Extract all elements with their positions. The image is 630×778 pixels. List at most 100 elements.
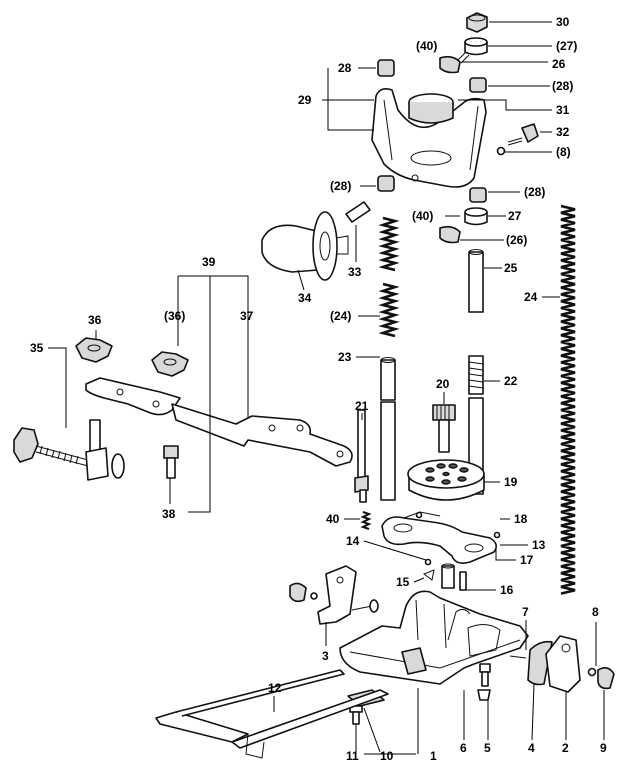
part-9-wingnut-right (597, 666, 615, 690)
label-5: 5 (484, 741, 491, 755)
part-23-column-left (380, 357, 396, 501)
label-38: 38 (162, 507, 176, 521)
part-wingnut-left (289, 582, 318, 603)
leader-lines (48, 21, 605, 755)
label-25: 25 (504, 261, 518, 275)
part-18-screws (415, 511, 501, 539)
label-40-lower: 40 (326, 512, 340, 526)
label-28-top: 28 (338, 61, 352, 75)
part-24-spring-upper (378, 216, 400, 272)
part-38-bolt (163, 445, 179, 479)
label-13: 13 (532, 538, 546, 552)
label-32: 32 (556, 125, 570, 139)
label-27-upper: (27) (556, 39, 577, 53)
label-7: 7 (522, 605, 529, 619)
part-7-shaft (509, 655, 527, 659)
label-35: 35 (30, 341, 44, 355)
part-35-clamp-screw (13, 419, 125, 481)
label-8-lower: 8 (592, 605, 599, 619)
label-10: 10 (380, 749, 394, 763)
long-spring-coil (560, 204, 576, 595)
part-24-spring-lower (378, 282, 400, 338)
label-14: 14 (346, 534, 360, 548)
label-15: 15 (396, 575, 410, 589)
part-27-upper-collar (464, 37, 488, 56)
part-19-turret-disc (407, 459, 485, 501)
part-30-nut (466, 12, 488, 33)
part-6-nut (477, 689, 491, 701)
part-1-base (339, 590, 529, 685)
part-20-depth-knob (432, 404, 456, 453)
label-26-mid: (26) (506, 233, 527, 247)
part-28-bushing-mid-right (469, 187, 487, 203)
part-28-bushing-top-left (377, 59, 395, 77)
label-40-upper: (40) (416, 39, 437, 53)
label-19: 19 (504, 475, 518, 489)
part-13-carriage-bracket (381, 511, 498, 564)
part-40-small-spring (360, 511, 372, 530)
label-24-short: (24) (330, 309, 351, 323)
label-6: 6 (460, 741, 467, 755)
label-36-paren: (36) (164, 309, 185, 323)
part-labels: 30 (40) (27) 26 28 (28) 29 31 32 (8) (28… (30, 15, 607, 763)
label-27-mid: 27 (508, 209, 522, 223)
label-18: 18 (514, 512, 528, 526)
part-25-column-upper (468, 249, 484, 313)
part-27-lower-collar (464, 207, 488, 226)
part-36-knob-left (75, 337, 113, 363)
part-5-screw (479, 663, 491, 687)
part-3-bracket (317, 565, 357, 625)
label-11: 11 (346, 749, 359, 763)
label-20: 20 (436, 377, 450, 391)
label-28-mid-right: (28) (524, 185, 545, 199)
part-26-lower-wingscrew (439, 225, 461, 244)
label-40-mid: (40) (412, 209, 433, 223)
label-22: 22 (504, 374, 518, 388)
label-9: 9 (600, 741, 607, 755)
part-bolt-left (351, 599, 379, 613)
part-11-screw (349, 705, 363, 725)
label-17: 17 (520, 553, 534, 567)
part-17-sleeve (441, 563, 455, 589)
label-24-long: 24 (524, 290, 538, 304)
label-8-upper: (8) (556, 145, 571, 159)
label-2: 2 (562, 741, 569, 755)
part-14-clip (424, 558, 432, 566)
part-2-angle-bracket (545, 635, 581, 693)
label-28-mid-left: (28) (330, 179, 351, 193)
label-37: 37 (240, 309, 254, 323)
label-1: 1 (430, 749, 437, 763)
label-28-upper-right: (28) (552, 79, 573, 93)
part-34-side-handle (261, 211, 349, 281)
part-4-scale-plate (527, 640, 553, 686)
label-26-upper: 26 (552, 57, 566, 71)
label-36: 36 (88, 313, 102, 327)
label-3: 3 (322, 649, 329, 663)
label-30: 30 (556, 15, 570, 29)
label-23: 23 (338, 350, 352, 364)
part-36-knob-right (151, 351, 189, 377)
part-37-guide-arm (85, 377, 353, 467)
part-8-washer-bottom (587, 667, 597, 677)
part-31-drill-stand-head (371, 88, 487, 188)
part-32-locking-knob (507, 123, 539, 146)
label-21: 21 (355, 399, 369, 413)
label-39: 39 (202, 255, 216, 269)
label-12: 12 (268, 681, 282, 695)
part-28-bushing-top-right (469, 77, 487, 93)
part-21-rod (354, 409, 369, 503)
part-33-pin (345, 201, 371, 223)
part-12-guide-rail (155, 669, 389, 759)
label-4: 4 (528, 741, 535, 755)
part-8-washer-top (496, 146, 506, 156)
label-33: 33 (348, 265, 362, 279)
part-24-spring-long (560, 204, 576, 595)
part-16-pin (459, 571, 467, 591)
label-16: 16 (500, 583, 514, 597)
part-28-bushing-mid-left (377, 175, 395, 192)
label-31: 31 (556, 103, 570, 117)
label-29: 29 (298, 93, 312, 107)
label-34: 34 (298, 291, 312, 305)
part-15-spring-clip (422, 569, 435, 581)
